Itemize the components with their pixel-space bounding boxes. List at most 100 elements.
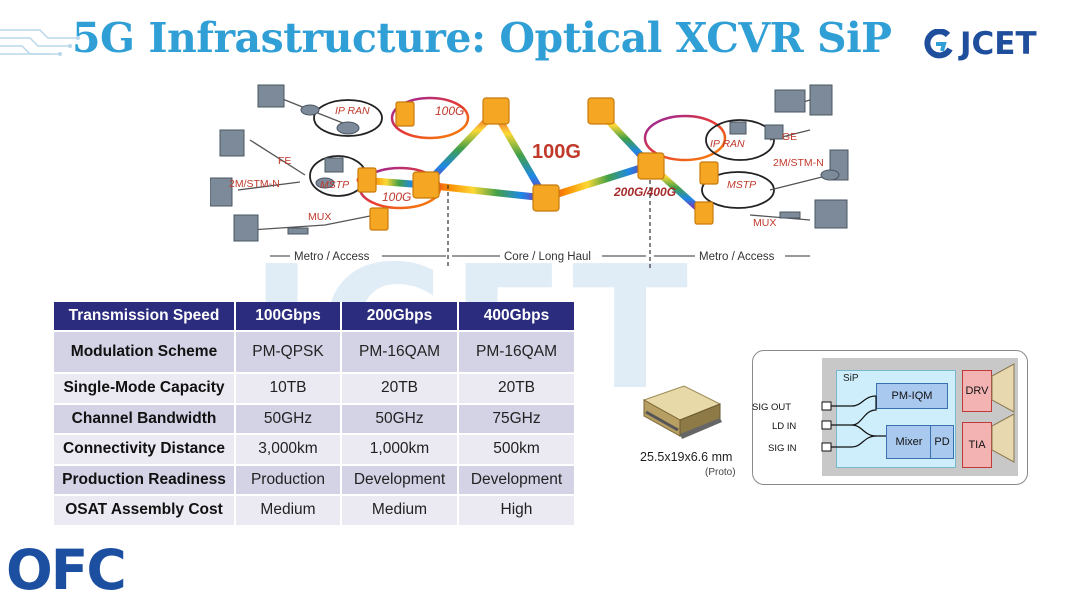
access-devices (210, 84, 849, 242)
label-core-rate: 100G (532, 141, 581, 163)
package-image (642, 385, 722, 439)
router-icon (820, 169, 840, 181)
building-icon (774, 89, 806, 113)
building-icon (233, 214, 259, 242)
table-header-cell: 200Gbps (341, 302, 459, 331)
table-cell: Development (341, 463, 459, 495)
router-node (482, 97, 510, 125)
switch-icon (764, 124, 784, 140)
table-row: OSAT Assembly Cost Medium Medium High (54, 494, 574, 525)
ring-top-left (390, 96, 470, 140)
router-node (587, 97, 615, 125)
router-node (532, 184, 560, 212)
ring-mstp-right (701, 171, 775, 209)
sip-label: SiP (843, 373, 859, 384)
router-node (412, 171, 440, 199)
label-mux-left: MUX (308, 211, 331, 223)
package-note: (Proto) (705, 467, 736, 478)
table-row: Connectivity Distance 3,000km 1,000km 50… (54, 433, 574, 465)
ring-right-outer (643, 114, 727, 162)
label-stm-right: 2M/STM-N (773, 157, 824, 169)
table-header-row: Transmission Speed 100Gbps 200Gbps 400Gb… (54, 302, 574, 331)
ring-ipran-right (705, 119, 775, 161)
segment-dividers (447, 180, 651, 268)
router-node (699, 161, 719, 185)
table-cell: 500km (458, 433, 574, 465)
building-icon (257, 84, 285, 108)
pd-block: PD (930, 425, 954, 459)
table-cell: Medium (235, 494, 342, 525)
sip-waveguides (821, 363, 1015, 463)
ld-in-label: LD IN (772, 421, 797, 432)
package-dimensions: 25.5x19x6.6 mm (640, 450, 733, 464)
router-node (395, 101, 415, 127)
jcet-logo-text: JCET (960, 26, 1037, 62)
table-row: Channel Bandwidth 50GHz 50GHz 75GHz (54, 402, 574, 434)
table-cell: 75GHz (458, 402, 574, 434)
jcet-logo: JCET (922, 24, 1037, 64)
router-icon (336, 121, 360, 135)
table-header-cell: 400Gbps (458, 302, 574, 331)
label-ipran-left: IP RAN (335, 105, 370, 117)
label-rate-bottom-left: 100G (382, 190, 411, 204)
sig-out-label: SIG OUT (752, 402, 792, 413)
sig-in-label: SIG IN (768, 443, 797, 454)
label-stm-left: 2M/STM-N (229, 178, 280, 190)
table-cell: 20TB (458, 372, 574, 404)
table-cell: High (458, 494, 574, 525)
ofc-logo: OFC (6, 538, 127, 602)
table-row: Modulation Scheme PM-QPSK PM-16QAM PM-16… (54, 330, 574, 373)
building-icon (219, 129, 245, 157)
pm-iqm-block: PM-IQM (876, 383, 948, 409)
drv-block: DRV (962, 370, 992, 412)
table-row-header: Single-Mode Capacity (54, 372, 236, 404)
table-row: Production Readiness Production Developm… (54, 463, 574, 495)
table-cell: Development (458, 463, 574, 495)
spec-table: Transmission Speed 100Gbps 200Gbps 400Gb… (54, 302, 574, 525)
table-row-header: Modulation Scheme (54, 330, 236, 373)
table-cell: 1,000km (341, 433, 459, 465)
building-icon (809, 84, 833, 116)
switch-icon (729, 121, 747, 135)
building-icon (210, 177, 233, 207)
table-cell: 50GHz (341, 402, 459, 434)
slide-title: 5G Infrastructure: Optical XCVR SiP (72, 14, 892, 62)
label-fe: FE (278, 155, 291, 167)
router-node (637, 152, 665, 180)
router-icon (300, 104, 320, 116)
label-mstp-left: MSTP (320, 179, 349, 191)
table-row-header: Channel Bandwidth (54, 402, 236, 434)
router-icon (315, 177, 335, 189)
table-row: Single-Mode Capacity 10TB 20TB 20TB (54, 372, 574, 404)
table-cell: Production (235, 463, 342, 495)
segment-label-right: Metro / Access (699, 251, 775, 263)
table-header-cell: Transmission Speed (54, 302, 236, 331)
label-mstp-right: MSTP (727, 179, 756, 191)
table-cell: 20TB (341, 372, 459, 404)
segment-label-center: Core / Long Haul (504, 251, 591, 263)
table-cell: PM-16QAM (458, 330, 574, 373)
label-rate-top-left: 100G (435, 104, 464, 118)
table-cell: 10TB (235, 372, 342, 404)
table-header-cell: 100Gbps (235, 302, 342, 331)
mixer-block: Mixer (886, 425, 932, 459)
tia-block: TIA (962, 422, 992, 468)
router-node (357, 167, 377, 193)
table-row-header: OSAT Assembly Cost (54, 494, 236, 525)
building-icon (814, 199, 848, 229)
label-ge: GE (782, 131, 797, 143)
table-row-header: Production Readiness (54, 463, 236, 495)
router-node (694, 201, 714, 225)
jcet-logo-mark-icon (924, 29, 953, 59)
table-cell: PM-16QAM (341, 330, 459, 373)
table-row-header: Connectivity Distance (54, 433, 236, 465)
mux-icon (779, 211, 801, 219)
router-node (369, 207, 389, 231)
switch-icon (324, 157, 344, 173)
mux-icon (287, 227, 309, 235)
ring-ipran-left (313, 99, 383, 137)
network-diagram: IP RAN 100G FE 2M/STM-N MSTP 100G MUX 10… (210, 84, 849, 268)
table-cell: 50GHz (235, 402, 342, 434)
label-rate-right: 200G/400G (613, 185, 676, 199)
label-mux-right: MUX (753, 217, 776, 229)
